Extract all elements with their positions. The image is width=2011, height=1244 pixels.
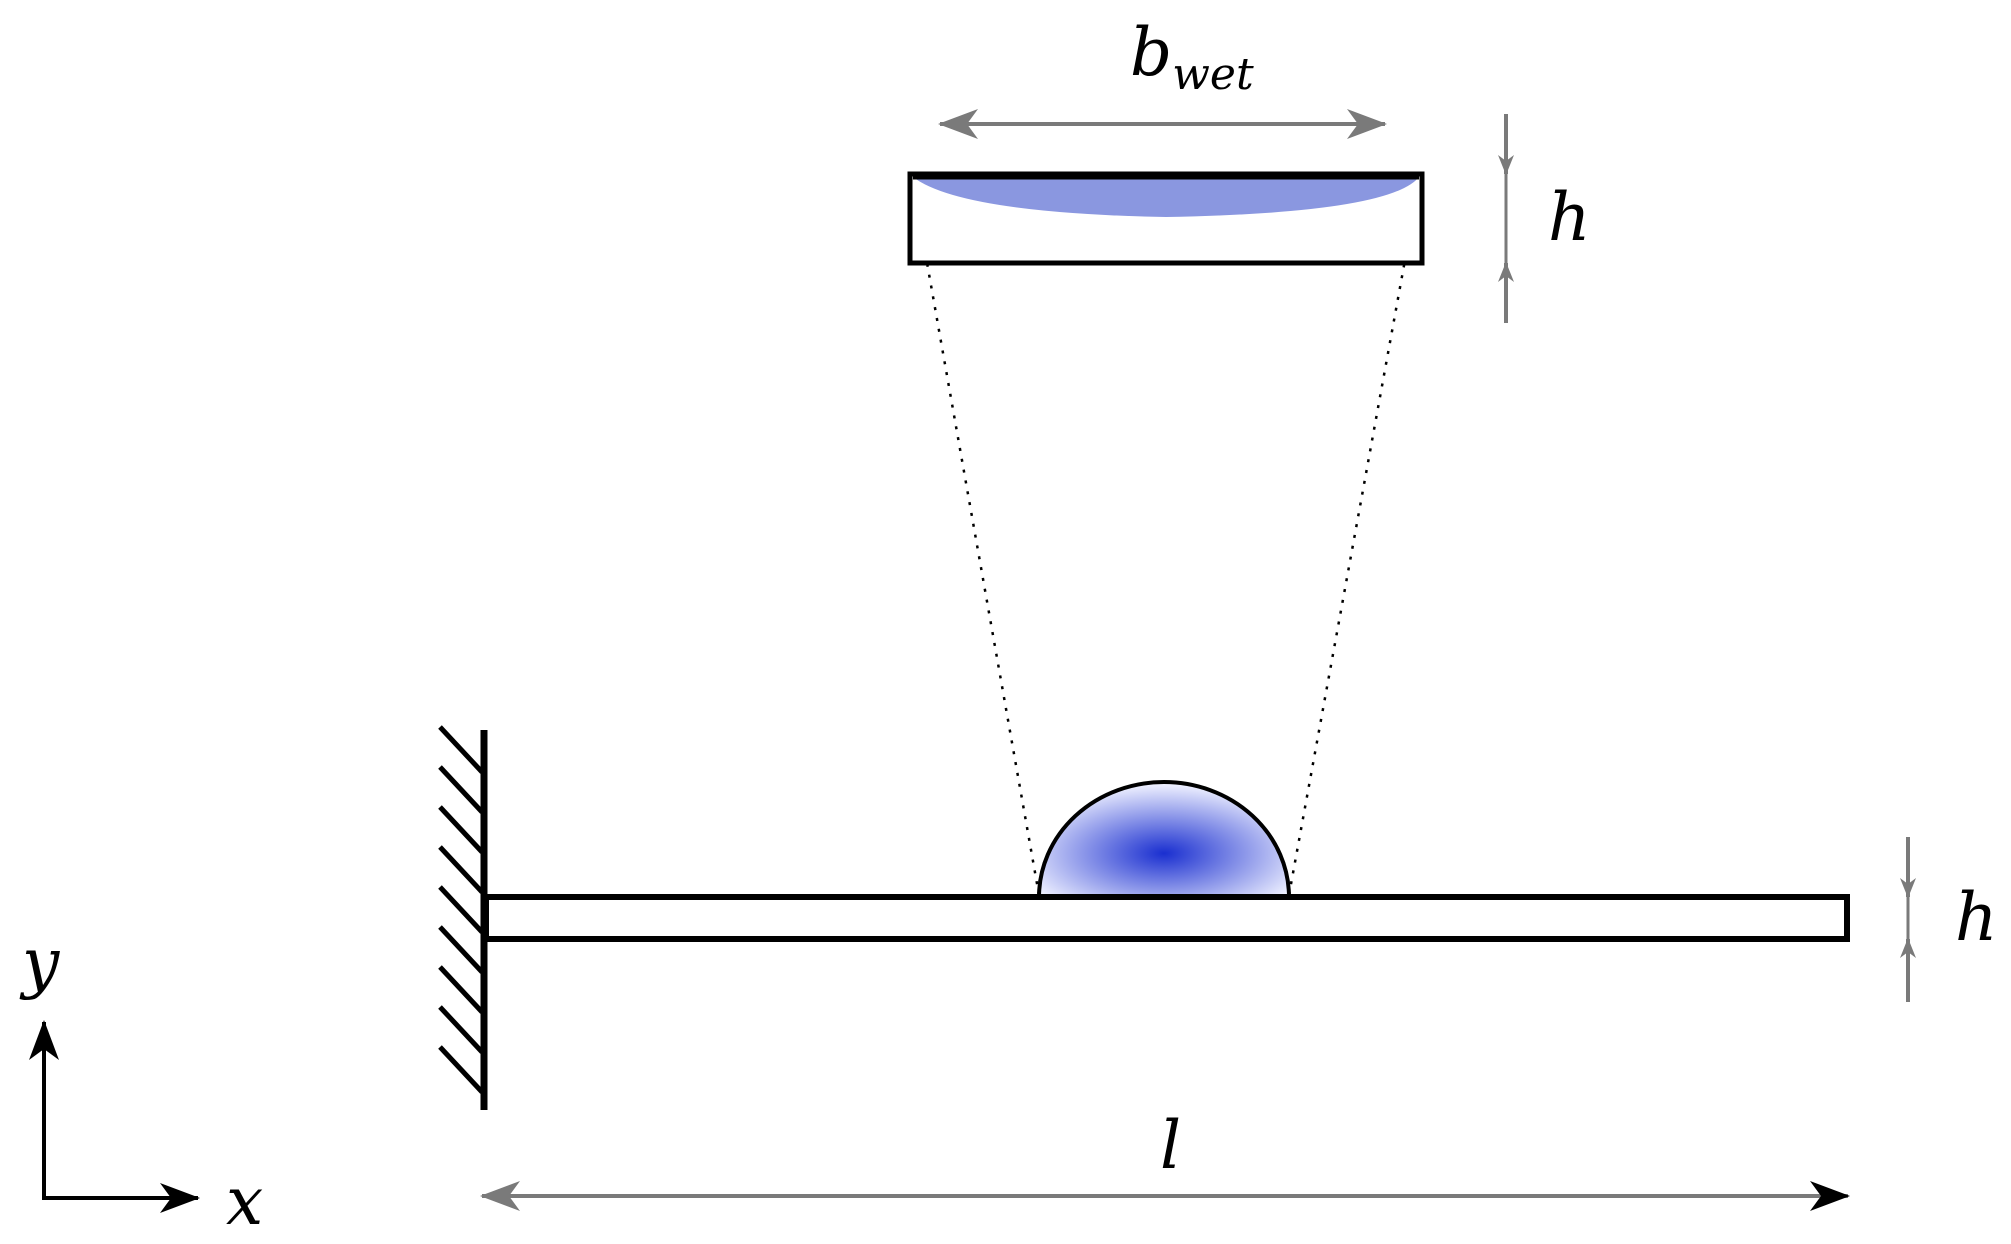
axis-x-label: x (226, 1163, 263, 1240)
coordinate-axes (29, 1020, 200, 1213)
beam-length-label: l (1160, 1107, 1181, 1184)
droplet (1036, 780, 1292, 899)
wetted-cross-section (907, 171, 1425, 266)
cantilever-beam (483, 894, 1850, 942)
projection-lines (910, 177, 1422, 896)
wet-layer (913, 177, 1419, 217)
wetted-width-label: bwet (1130, 14, 1254, 100)
fixed-wall (438, 725, 488, 1110)
section-thickness-label: h (1548, 179, 1591, 256)
beam-thickness-label: h (1955, 879, 1998, 956)
axis-y-label: y (19, 924, 60, 1001)
